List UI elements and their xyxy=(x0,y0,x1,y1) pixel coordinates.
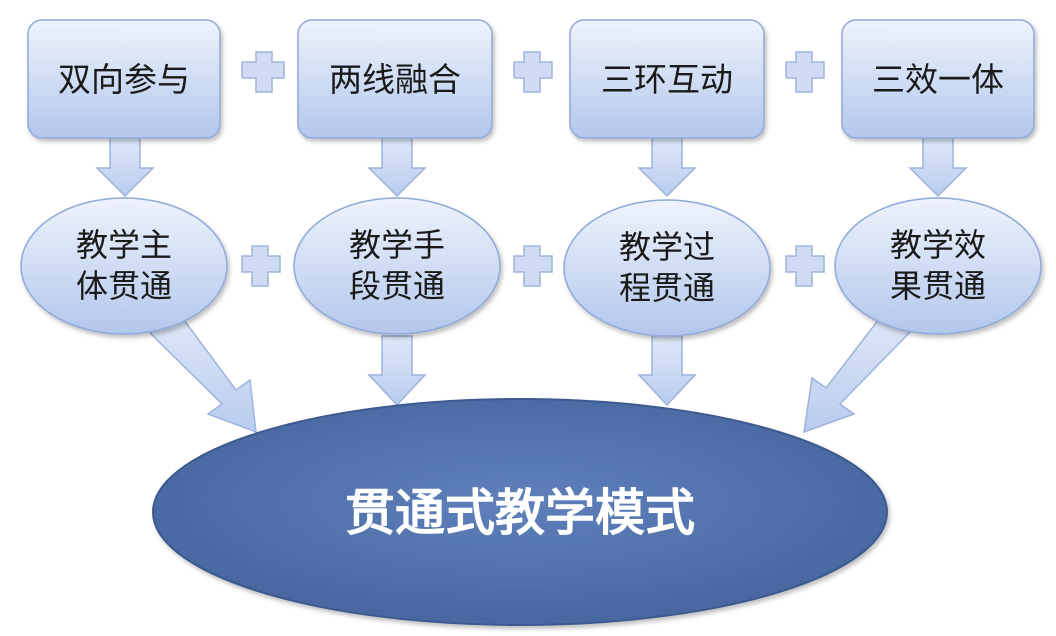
plus-connector-mid-2 xyxy=(513,245,553,287)
principle-box-2: 两线融合 xyxy=(297,19,493,139)
principle-box-1: 双向参与 xyxy=(27,19,221,139)
aspect-2-line2: 段贯通 xyxy=(349,267,445,305)
principle-label-4: 三效一体 xyxy=(872,60,1004,99)
aspect-2-line1: 教学手 xyxy=(349,226,445,264)
principle-label-1: 双向参与 xyxy=(58,60,190,99)
plus-connector-mid-3 xyxy=(785,245,825,287)
principle-box-3: 三环互动 xyxy=(569,19,765,139)
aspect-3-line1: 教学过 xyxy=(619,228,715,266)
aspect-ellipse-4: 教学效 果贯通 xyxy=(834,197,1042,335)
aspect-1-line2: 体贯通 xyxy=(76,267,172,305)
arrow-box-to-ellipse-4 xyxy=(908,137,968,198)
aspect-ellipse-2: 教学手 段贯通 xyxy=(293,197,501,335)
plus-connector-top-2 xyxy=(513,51,553,93)
result-label: 贯通式教学模式 xyxy=(345,483,695,542)
arrow-ellipse-to-main-2 xyxy=(367,335,427,407)
arrow-ellipse-to-main-1 xyxy=(148,310,257,434)
plus-connector-mid-1 xyxy=(241,245,281,287)
principle-box-4: 三效一体 xyxy=(841,19,1035,139)
arrow-box-to-ellipse-2 xyxy=(367,137,427,198)
aspect-3-line2: 程贯通 xyxy=(619,269,715,307)
plus-connector-top-3 xyxy=(785,51,825,93)
arrow-ellipse-to-main-3 xyxy=(637,335,697,407)
arrow-box-to-ellipse-1 xyxy=(95,137,155,198)
arrow-box-to-ellipse-3 xyxy=(637,137,697,198)
aspect-ellipse-3: 教学过 程贯通 xyxy=(563,199,771,337)
plus-connector-top-1 xyxy=(241,51,285,93)
aspect-1-line1: 教学主 xyxy=(76,226,172,264)
aspect-4-line2: 果贯通 xyxy=(890,267,986,305)
principle-label-3: 三环互动 xyxy=(601,60,733,99)
result-ellipse: 贯通式教学模式 xyxy=(152,398,888,626)
aspect-4-line1: 教学效 xyxy=(890,226,986,264)
arrow-ellipse-to-main-4 xyxy=(803,308,914,434)
principle-label-2: 两线融合 xyxy=(329,60,461,99)
aspect-ellipse-1: 教学主 体贯通 xyxy=(20,197,228,335)
